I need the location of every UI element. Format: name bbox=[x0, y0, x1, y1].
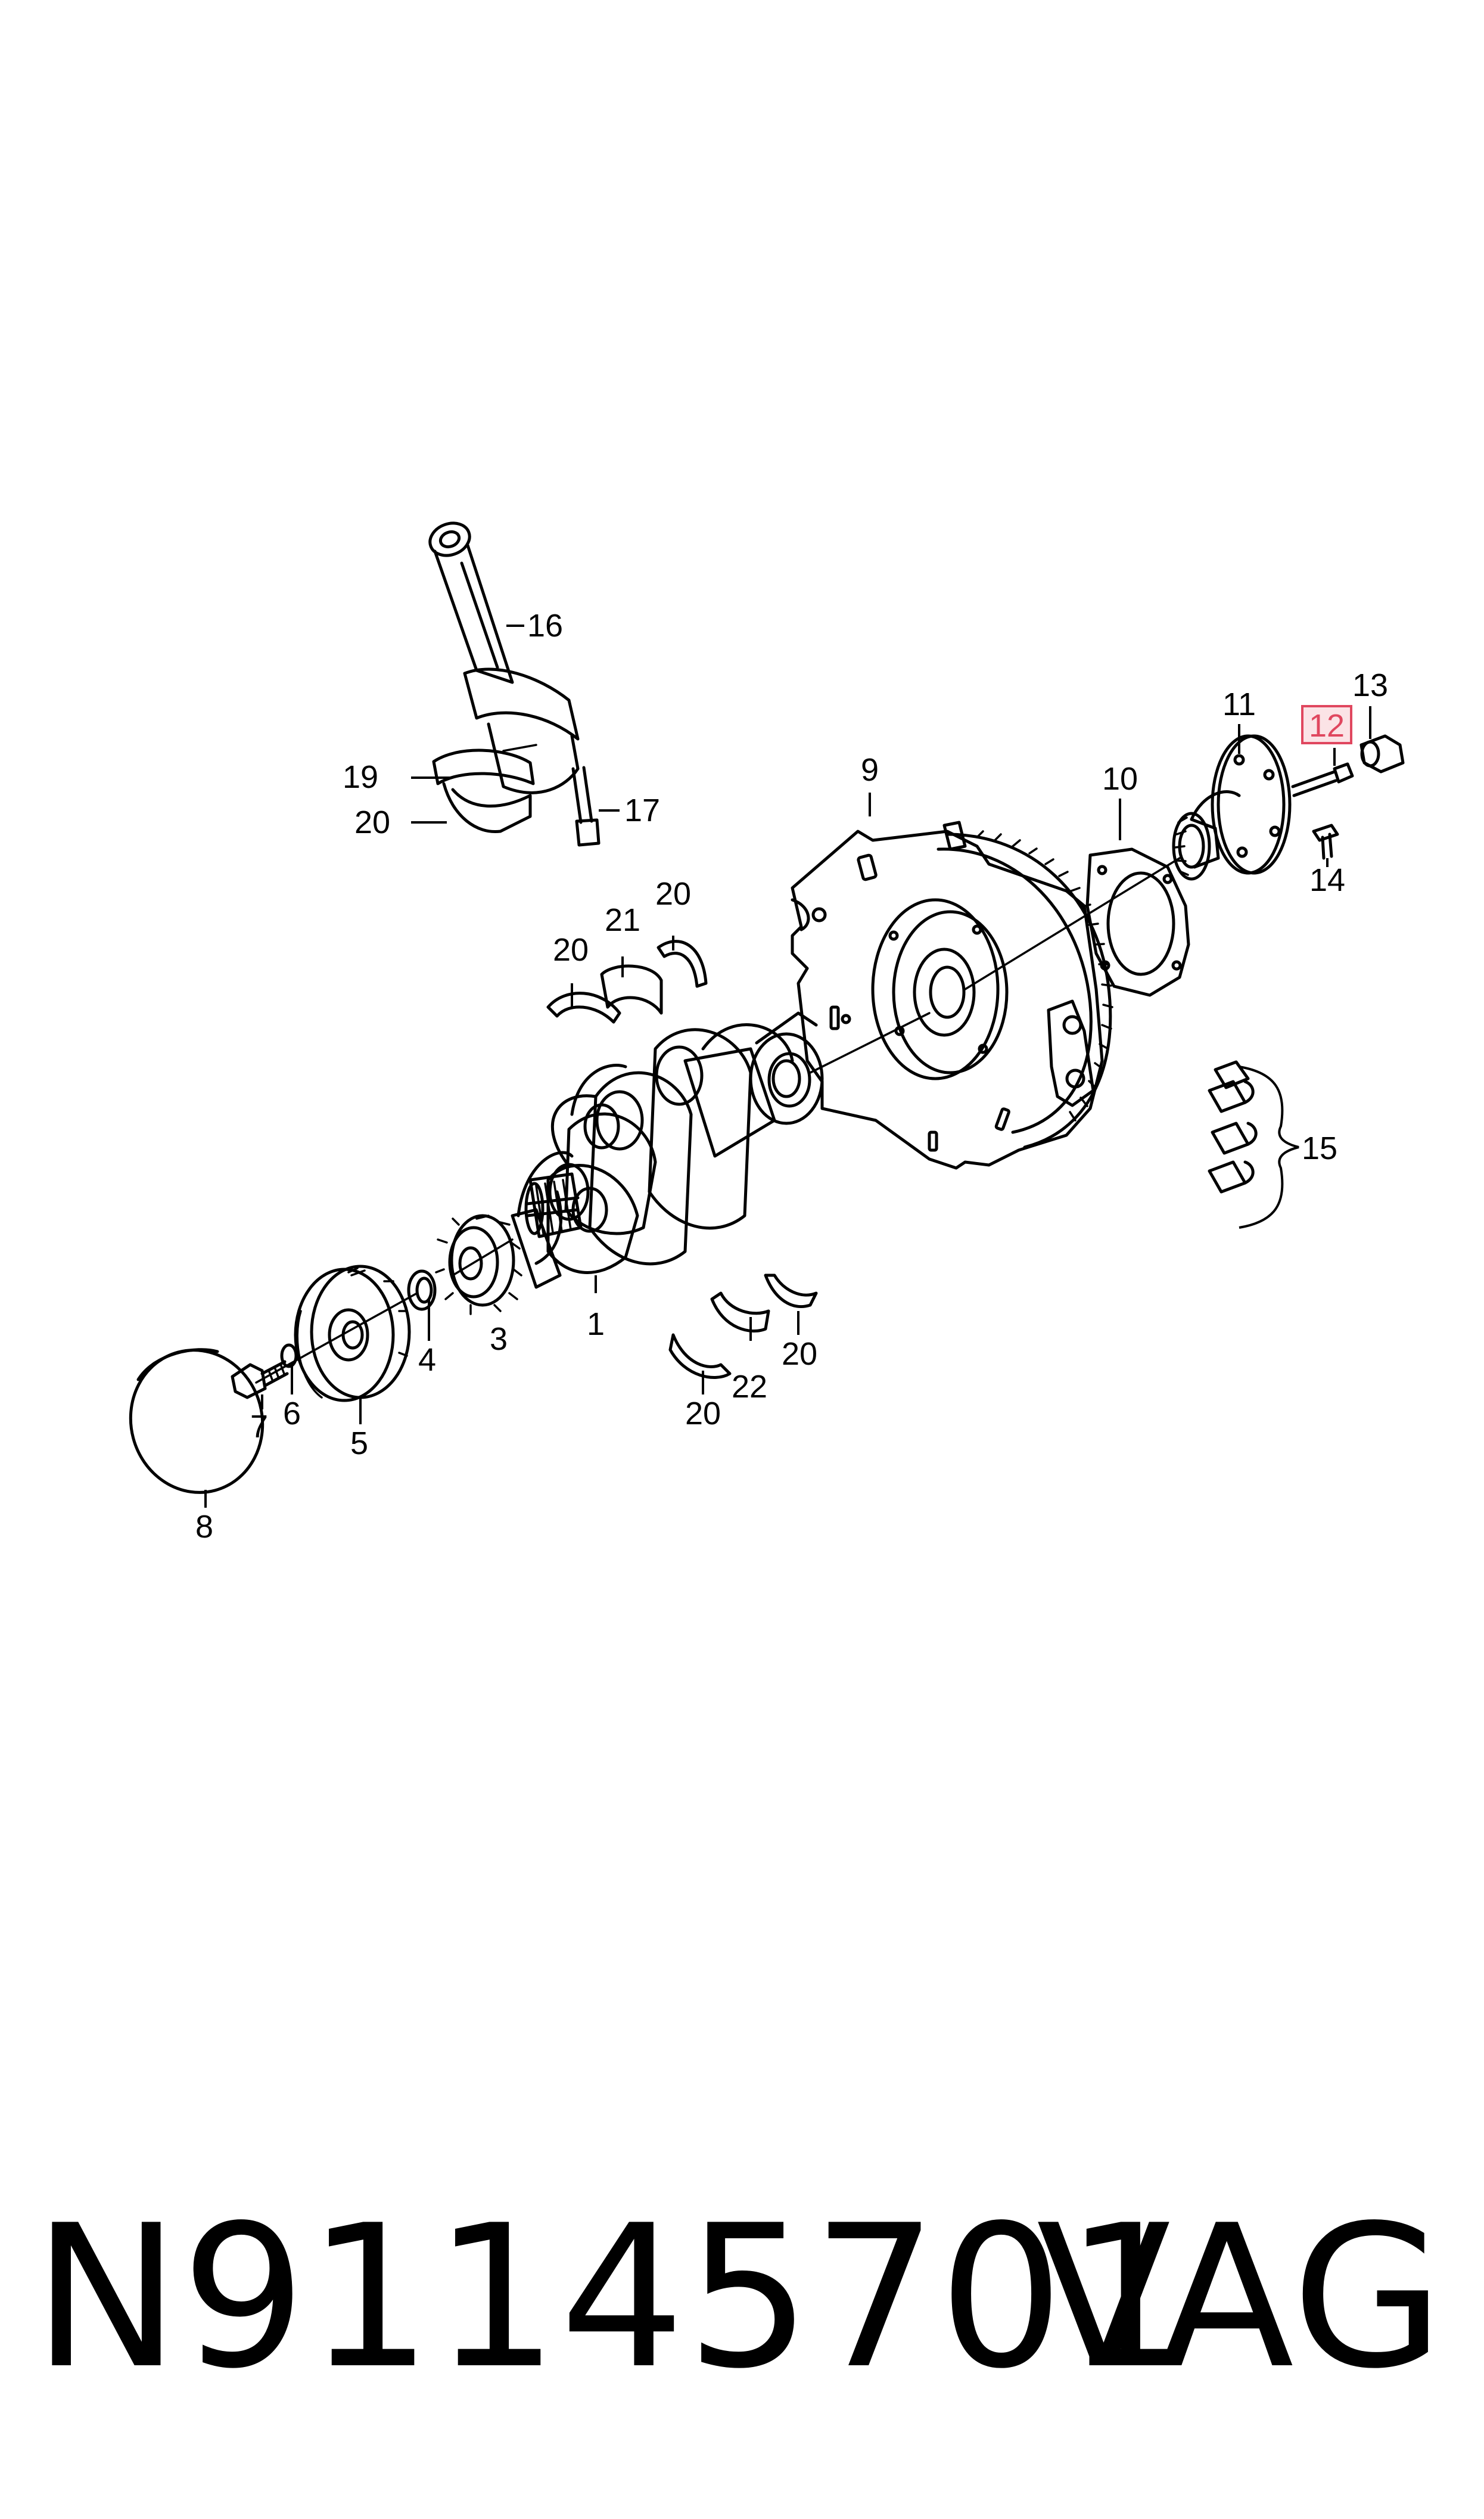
callout-21: 21 bbox=[605, 902, 640, 938]
hub-bolt bbox=[1291, 762, 1354, 797]
callout-20-lower-left: 20 bbox=[685, 1396, 721, 1431]
callout-7: 7 bbox=[250, 1409, 268, 1445]
washer bbox=[407, 1269, 437, 1311]
part-number: N91145701 bbox=[33, 2183, 1191, 2412]
callout-15: 15 bbox=[1302, 1130, 1337, 1166]
callout-9: 9 bbox=[861, 752, 879, 788]
rod-bearing-shells bbox=[432, 748, 535, 834]
small-bolt bbox=[1312, 824, 1339, 860]
callout-6: 6 bbox=[283, 1396, 301, 1431]
main-bearing-shells-upper bbox=[546, 940, 708, 1024]
callout-22: 22 bbox=[732, 1369, 767, 1405]
callout-1: 1 bbox=[587, 1306, 605, 1342]
connecting-rod bbox=[428, 521, 580, 794]
callout-16: 16 bbox=[527, 608, 563, 644]
callout-5: 5 bbox=[350, 1425, 368, 1461]
callout-labels: 16 19 20 17 20 21 20 9 10 11 12 13 14 15… bbox=[195, 608, 1388, 1545]
callout-20-upper-right: 20 bbox=[655, 876, 691, 912]
callout-11: 11 bbox=[1222, 687, 1256, 722]
callout-12-highlight bbox=[1301, 705, 1352, 744]
vibration-damper bbox=[294, 1265, 411, 1402]
bracket-15 bbox=[1239, 1066, 1299, 1229]
brand-name: VAG bbox=[1036, 2183, 1445, 2412]
callout-20-upper-left: 20 bbox=[553, 932, 589, 968]
crank-sprocket bbox=[435, 1214, 522, 1315]
crankshaft bbox=[511, 1011, 824, 1289]
small-washer bbox=[280, 1343, 298, 1368]
callout-8: 8 bbox=[195, 1509, 213, 1545]
rod-bolt bbox=[571, 766, 601, 847]
callout-14: 14 bbox=[1309, 862, 1345, 898]
flywheel-drive-plate bbox=[791, 821, 1113, 1170]
cap-nut bbox=[1359, 734, 1405, 774]
cover-cap bbox=[129, 1348, 265, 1494]
gasket-ring bbox=[1085, 847, 1190, 997]
callout-19: 20 bbox=[354, 805, 390, 840]
leader-lines bbox=[204, 625, 1371, 1508]
dowel-pins bbox=[1208, 1060, 1258, 1194]
callout-10: 10 bbox=[1102, 761, 1138, 797]
callout-4: 4 bbox=[418, 1342, 436, 1378]
callout-20-lower-right: 20 bbox=[782, 1336, 817, 1372]
damper-bolt bbox=[231, 1360, 289, 1399]
callout-12: 12 bbox=[1309, 708, 1345, 744]
callout-17: 17 bbox=[624, 793, 660, 828]
callout-18: 19 bbox=[343, 759, 378, 795]
output-flange bbox=[1172, 734, 1292, 881]
assembly-axis bbox=[255, 857, 1181, 1384]
callout-3: 3 bbox=[490, 1321, 508, 1357]
main-bearing-shells-lower bbox=[668, 1274, 818, 1379]
exploded-parts-diagram: 16 19 20 17 20 21 20 9 10 11 12 13 14 15… bbox=[129, 521, 1405, 1545]
callout-13: 13 bbox=[1352, 667, 1388, 703]
